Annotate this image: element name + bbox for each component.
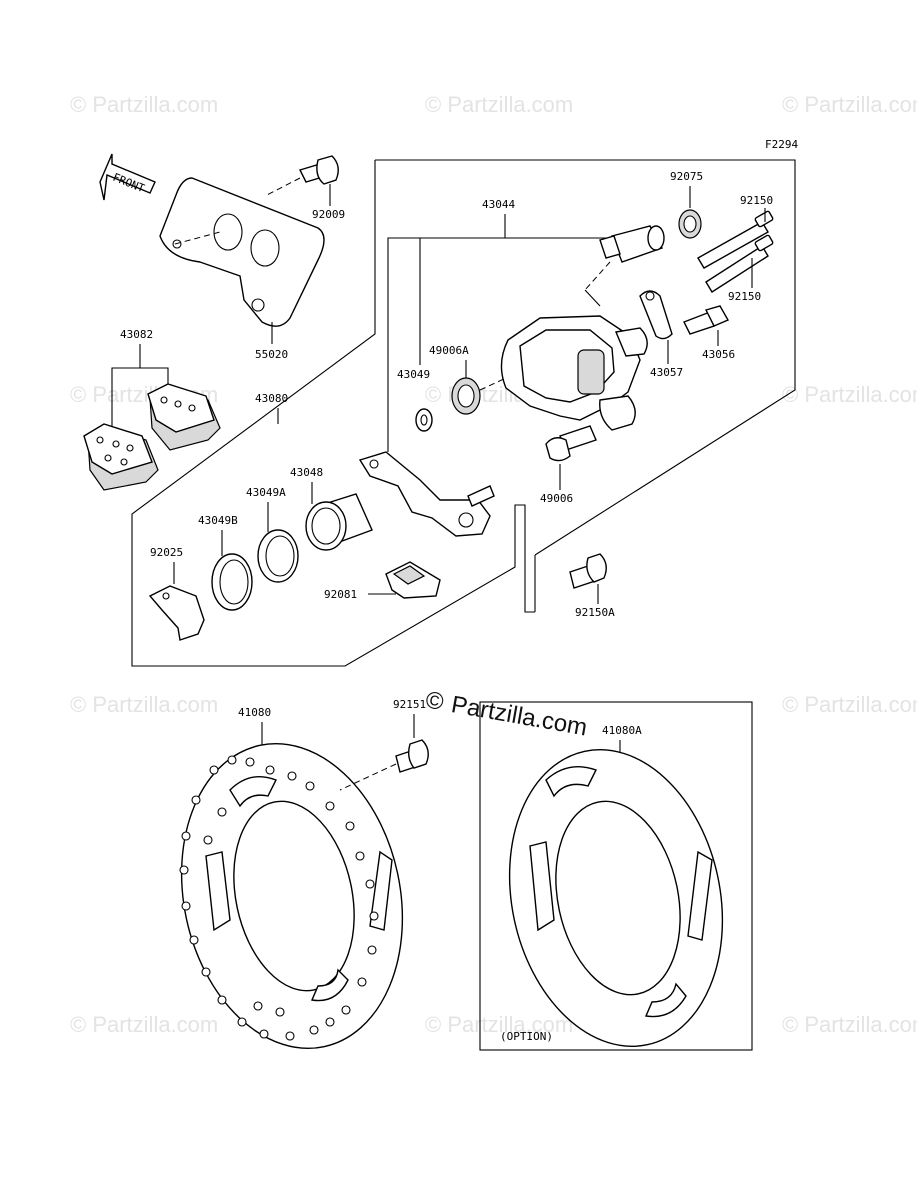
watermark: © Partzilla.com <box>70 92 218 117</box>
bleeder-valve-43056 <box>683 305 729 335</box>
brake-pad-front <box>83 423 159 491</box>
watermark-copyright-symbol: © <box>424 687 446 717</box>
callout-92075: 92075 <box>670 170 703 183</box>
watermark: © Partzilla.com <box>425 1012 573 1037</box>
seal-43049A <box>257 529 299 583</box>
bolt-92150A <box>569 553 607 589</box>
option-box <box>479 701 753 1051</box>
brake-pad-rear <box>147 383 221 451</box>
spring-43057 <box>639 290 673 340</box>
slide-pin-boot <box>599 225 665 263</box>
pin-92150-b <box>705 234 774 293</box>
callout-41080A: 41080A <box>602 724 642 737</box>
callout-43082: 43082 <box>120 328 153 341</box>
watermark: © Partzilla.com <box>782 692 917 717</box>
watermark-group: © Partzilla.com © Partzilla.com © Partzi… <box>70 92 917 1037</box>
caliper-body-43044 <box>500 315 648 431</box>
figure-code: F2294 <box>765 138 798 151</box>
option-label: (OPTION) <box>500 1030 553 1043</box>
callout-92150-top: 92150 <box>740 194 773 207</box>
brake-disc-41080A <box>508 748 724 1048</box>
watermark-text: Partzilla.com <box>449 691 589 741</box>
callout-92150-bottom: 92150 <box>728 290 761 303</box>
callout-43048: 43048 <box>290 466 323 479</box>
callout-49006A: 49006A <box>429 344 469 357</box>
callout-92150A: 92150A <box>575 606 615 619</box>
watermark: © Partzilla.com <box>782 92 917 117</box>
seal-49006A <box>451 377 481 415</box>
callout-43056: 43056 <box>702 348 735 361</box>
seal-92075 <box>678 209 702 239</box>
callout-92009: 92009 <box>312 208 345 221</box>
caliper-support-bracket <box>358 451 495 537</box>
bolt-49006 <box>545 425 597 462</box>
watermark: © Partzilla.com <box>70 1012 218 1037</box>
watermark: © Partzilla.com <box>70 692 218 717</box>
callout-43080: 43080 <box>255 392 288 405</box>
callout-43049B: 43049B <box>198 514 238 527</box>
callout-92081: 92081 <box>324 588 357 601</box>
pin-92150-a <box>697 210 774 269</box>
watermark: © Partzilla.com <box>782 1012 917 1037</box>
brake-disc-41080 <box>179 743 404 1049</box>
watermark: © Partzilla.com <box>425 92 573 117</box>
callout-43044: 43044 <box>482 198 515 211</box>
front-arrow-icon: FRONT <box>99 153 156 201</box>
washer-43049 <box>415 408 433 432</box>
partzilla-watermark: © Partzilla.com <box>424 687 590 742</box>
callout-92025: 92025 <box>150 546 183 559</box>
callout-41080: 41080 <box>238 706 271 719</box>
spring-plate-92025 <box>148 585 205 641</box>
pad-spring-92081 <box>385 561 441 599</box>
callout-55020: 55020 <box>255 348 288 361</box>
bolt-92151 <box>339 739 429 791</box>
watermark: © Partzilla.com <box>782 382 917 407</box>
callout-43057: 43057 <box>650 366 683 379</box>
callout-92151: 92151 <box>393 698 426 711</box>
callout-43049A: 43049A <box>246 486 286 499</box>
caliper-bracket-55020 <box>159 177 325 327</box>
callout-49006: 49006 <box>540 492 573 505</box>
seal-43049B <box>211 553 253 611</box>
callout-43049: 43049 <box>397 368 430 381</box>
piston-43048 <box>305 493 373 551</box>
bolt-92009 <box>264 155 339 197</box>
disc-holes <box>179 755 379 1041</box>
